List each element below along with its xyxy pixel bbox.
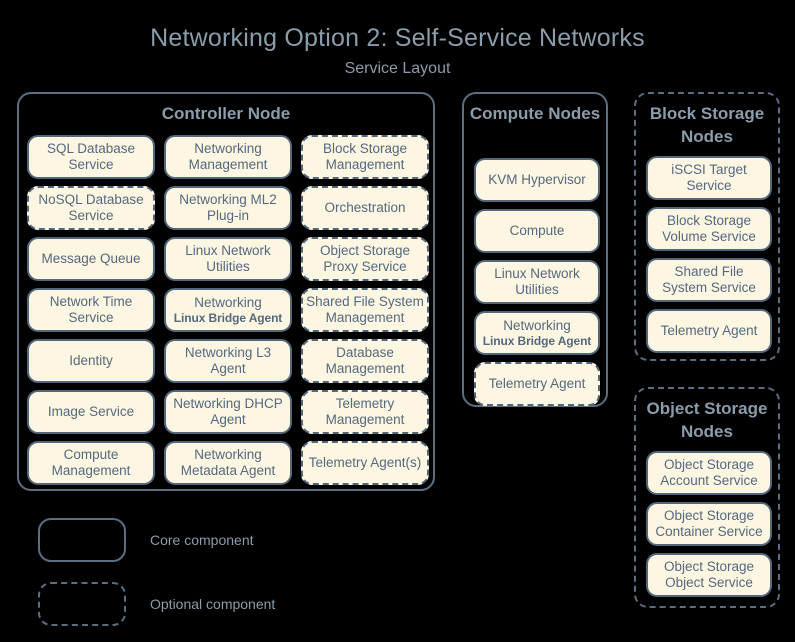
controller-component[interactable]: Shared File System Management	[301, 288, 429, 332]
controller-component[interactable]: Networking Metadata Agent	[164, 441, 292, 485]
compute-component[interactable]: Linux Network Utilities	[474, 260, 600, 304]
component-label: Orchestration	[324, 200, 406, 216]
legend-optional-swatch	[38, 582, 126, 626]
component-label: Networking L3 Agent	[184, 345, 272, 376]
compute-component[interactable]: KVM Hypervisor	[474, 158, 600, 202]
component-sublabel: Linux Bridge Agent	[173, 310, 283, 325]
component-label: Networking	[503, 317, 571, 333]
component-label: Shared File System Management	[306, 294, 424, 325]
component-label: Compute	[509, 223, 565, 239]
component-label: Object Storage Account Service	[660, 457, 758, 488]
controller-component[interactable]: Identity	[27, 339, 155, 383]
component-label: Database Management	[325, 345, 405, 376]
component-label: Block Storage Management	[322, 141, 408, 172]
controller-component[interactable]: SQL Database Service	[27, 135, 155, 179]
component-label: Image Service	[47, 404, 135, 420]
component-label: Object Storage Container Service	[655, 508, 763, 539]
controller-component[interactable]: Telemetry Management	[301, 390, 429, 434]
object-storage-nodes-container: Object Storage Nodes Object Storage Acco…	[634, 387, 780, 608]
controller-component[interactable]: NoSQL Database Service	[27, 186, 155, 230]
controller-component[interactable]: Linux Network Utilities	[164, 237, 292, 281]
controller-component[interactable]: Orchestration	[301, 186, 429, 230]
component-label: Networking DHCP Agent	[173, 396, 283, 427]
component-label: Network Time Service	[49, 294, 133, 325]
component-label: Telemetry Agent	[488, 376, 586, 392]
controller-component[interactable]: Networking ML2 Plug-in	[164, 186, 292, 230]
component-sublabel: Linux Bridge Agent	[482, 333, 592, 348]
component-label: Telemetry Agent(s)	[308, 455, 422, 471]
controller-component[interactable]: Object Storage Proxy Service	[301, 237, 429, 281]
component-label: Message Queue	[41, 251, 141, 267]
component-label: Networking ML2 Plug-in	[179, 192, 277, 223]
component-label: Linux Network Utilities	[494, 266, 580, 297]
legend-optional-label: Optional component	[150, 596, 276, 612]
controller-component[interactable]: Networking Management	[164, 135, 292, 179]
block-storage-component[interactable]: iSCSI Target Service	[646, 156, 772, 200]
block-storage-component[interactable]: Block Storage Volume Service	[646, 207, 772, 251]
object-storage-component[interactable]: Object Storage Object Service	[646, 553, 772, 597]
page-subtitle: Service Layout	[344, 60, 451, 77]
compute-component[interactable]: Compute	[474, 209, 600, 253]
component-label: Telemetry Agent	[660, 323, 758, 339]
legend: Core component Optional component	[38, 518, 358, 628]
legend-core-row: Core component	[38, 518, 254, 562]
component-label: Networking Management	[188, 141, 268, 172]
controller-component[interactable]: Compute Management	[27, 441, 155, 485]
controller-component[interactable]: Network Time Service	[27, 288, 155, 332]
object-storage-nodes-title: Object Storage Nodes	[646, 399, 768, 441]
compute-component[interactable]: Telemetry Agent	[474, 362, 600, 406]
compute-nodes-title: Compute Nodes	[469, 104, 601, 123]
component-label: Shared File System Service	[662, 264, 756, 295]
component-label: Networking	[194, 294, 262, 310]
block-storage-nodes-title: Block Storage Nodes	[649, 104, 765, 146]
legend-core-label: Core component	[150, 532, 254, 548]
controller-component[interactable]: Database Management	[301, 339, 429, 383]
component-label: NoSQL Database Service	[38, 192, 144, 223]
controller-component[interactable]: Message Queue	[27, 237, 155, 281]
component-label: Telemetry Management	[325, 396, 405, 427]
controller-component[interactable]: Telemetry Agent(s)	[301, 441, 429, 485]
object-storage-component[interactable]: Object Storage Container Service	[646, 502, 772, 546]
component-label: Identity	[69, 353, 113, 369]
component-label: Compute Management	[51, 447, 131, 478]
controller-component[interactable]: Networking DHCP Agent	[164, 390, 292, 434]
component-label: Block Storage Volume Service	[662, 213, 756, 244]
controller-component[interactable]: Block Storage Management	[301, 135, 429, 179]
block-storage-component[interactable]: Shared File System Service	[646, 258, 772, 302]
component-label: Linux Network Utilities	[185, 243, 271, 274]
component-label: KVM Hypervisor	[488, 172, 586, 188]
controller-component[interactable]: Networking L3 Agent	[164, 339, 292, 383]
block-storage-nodes-container: Block Storage Nodes iSCSI Target Service…	[634, 92, 780, 361]
legend-optional-row: Optional component	[38, 582, 275, 626]
component-label: Networking Metadata Agent	[180, 447, 276, 478]
page-title: Networking Option 2: Self-Service Networ…	[150, 24, 645, 52]
object-storage-component[interactable]: Object Storage Account Service	[646, 451, 772, 495]
component-label: SQL Database Service	[46, 141, 136, 172]
legend-core-swatch	[38, 518, 126, 562]
component-label: iSCSI Target Service	[671, 162, 747, 193]
block-storage-component[interactable]: Telemetry Agent	[646, 309, 772, 353]
component-label: Object Storage Object Service	[663, 559, 755, 590]
component-label: Object Storage Proxy Service	[319, 243, 411, 274]
controller-component[interactable]: Image Service	[27, 390, 155, 434]
controller-node-title: Controller Node	[161, 104, 291, 123]
